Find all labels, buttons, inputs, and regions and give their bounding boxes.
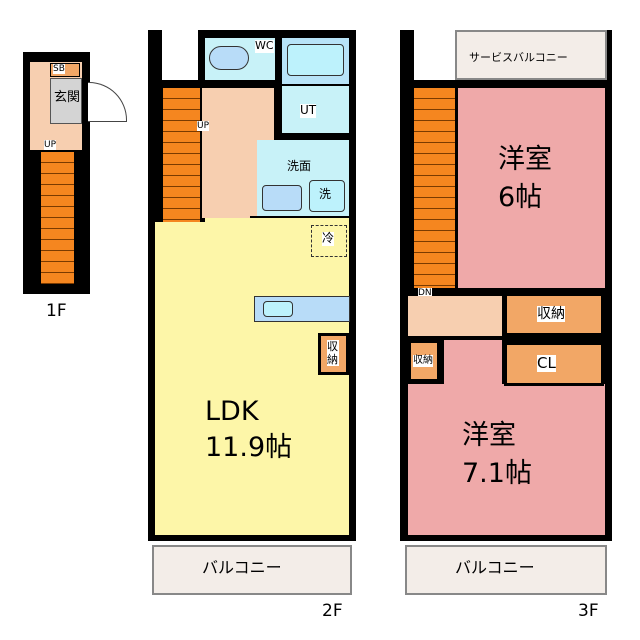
closet[interactable]: CL bbox=[504, 342, 604, 386]
ldk-storage-label: 収納 bbox=[327, 340, 339, 366]
closet-label: CL bbox=[537, 354, 556, 373]
wc[interactable]: WC bbox=[205, 38, 275, 80]
bathroom[interactable] bbox=[282, 38, 349, 84]
floor3-label: 3F bbox=[578, 601, 599, 621]
washer-label: 洗 bbox=[319, 187, 332, 201]
storage-2[interactable]: 収納 bbox=[408, 340, 440, 382]
service-balcony[interactable]: サービスバルコニー bbox=[455, 30, 607, 80]
washroom-label: 洗面 bbox=[287, 159, 312, 173]
floor3-dn-label: DN bbox=[418, 288, 432, 299]
floor2-notch bbox=[162, 30, 198, 80]
shoe-box: SB bbox=[50, 63, 80, 77]
floor1-up-label: UP bbox=[44, 140, 57, 151]
sink-icon bbox=[262, 185, 302, 211]
wc-label: WC bbox=[255, 39, 274, 53]
ldk-storage[interactable]: 収納 bbox=[318, 333, 349, 375]
washroom[interactable]: 洗面洗 bbox=[257, 140, 349, 216]
bedroom-6[interactable]: 洋室 6帖 bbox=[458, 88, 605, 288]
floor1-label: 1F bbox=[46, 301, 67, 321]
ut-label: UT bbox=[300, 103, 317, 118]
bedroom-7-size: 7.1帖 bbox=[462, 458, 532, 489]
bedroom-7-label: 洋室 bbox=[462, 420, 516, 451]
floor3-top-wall bbox=[455, 80, 612, 88]
storage-2-label: 収納 bbox=[413, 355, 433, 367]
bathtub-icon bbox=[287, 44, 344, 76]
toilet-icon bbox=[209, 46, 249, 70]
service-balcony-label: サービスバルコニー bbox=[469, 51, 568, 64]
kitchen-counter bbox=[254, 296, 350, 322]
ldk[interactable] bbox=[155, 222, 349, 535]
bedroom-7[interactable] bbox=[408, 384, 605, 535]
floor3-notch bbox=[414, 30, 455, 80]
floor2-label: 2F bbox=[322, 601, 343, 621]
kitchen-sink-icon bbox=[263, 301, 293, 317]
floor3-hall bbox=[408, 296, 502, 336]
floor3-balcony[interactable]: バルコニー bbox=[405, 545, 607, 595]
floor2-balcony[interactable]: バルコニー bbox=[152, 545, 352, 595]
entrance-door[interactable] bbox=[88, 82, 127, 122]
floor3-balcony-label: バルコニー bbox=[455, 558, 535, 577]
bedroom-7-upper bbox=[444, 340, 502, 386]
floor2-balcony-label: バルコニー bbox=[202, 558, 282, 577]
sb-label: SB bbox=[53, 64, 65, 75]
ldk-label: LDK bbox=[205, 396, 259, 427]
floor2-hall-lower bbox=[202, 130, 250, 218]
bedroom-6-label: 洋室 bbox=[498, 144, 552, 175]
ldk-upper bbox=[205, 218, 349, 228]
storage-1-label: 収納 bbox=[537, 306, 565, 323]
floor1-stairs[interactable] bbox=[41, 152, 74, 284]
floor3-stairs[interactable] bbox=[414, 88, 455, 288]
washing-machine: 洗 bbox=[309, 180, 345, 212]
entrance-label: 玄関 bbox=[54, 90, 81, 105]
floor2-up-label: UP bbox=[197, 121, 210, 132]
bedroom-6-size: 6帖 bbox=[498, 182, 543, 213]
fridge-label: 冷 bbox=[322, 231, 335, 246]
ldk-size: 11.9帖 bbox=[205, 432, 293, 463]
storage-1[interactable]: 収納 bbox=[504, 293, 604, 336]
utility-room[interactable]: UT bbox=[282, 86, 349, 133]
fridge-space: 冷 bbox=[311, 225, 347, 257]
entrance: 玄関 bbox=[50, 78, 82, 124]
